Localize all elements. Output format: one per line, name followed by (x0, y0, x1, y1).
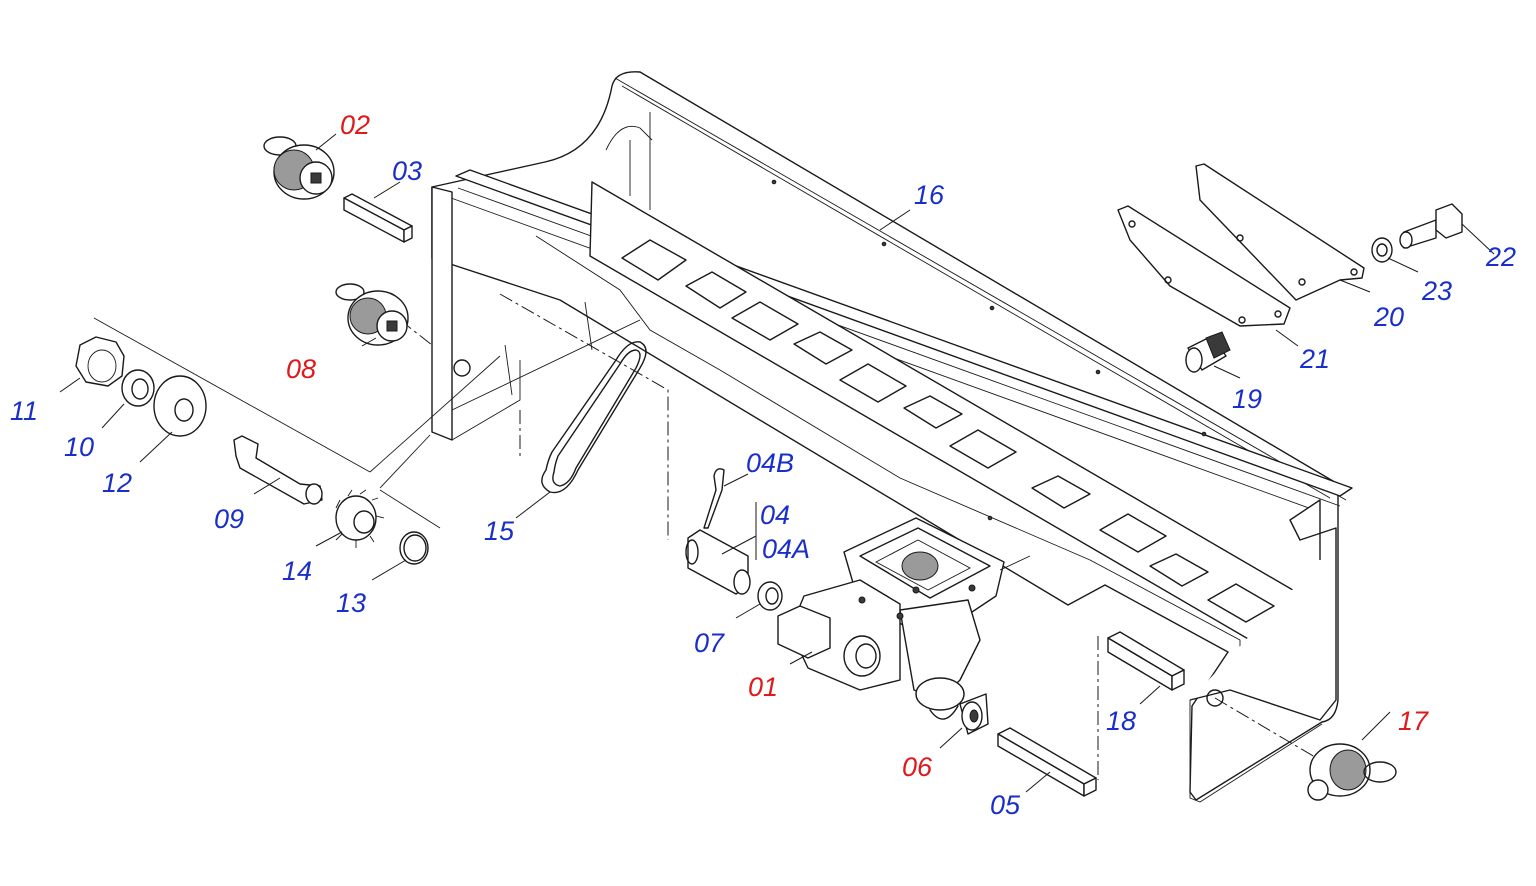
callout-13: 13 (336, 588, 366, 618)
roller-19 (1185, 331, 1231, 373)
key-bar-03 (343, 193, 413, 243)
callout-20: 20 (1373, 302, 1404, 332)
bolt-22 (1399, 203, 1463, 249)
callout-01: 01 (748, 672, 778, 702)
callout-labels: 02 03 16 08 11 10 12 09 14 13 15 04B 04 … (10, 110, 1516, 820)
callout-04B: 04B (746, 448, 794, 478)
callout-04: 04 (760, 500, 790, 530)
callout-22: 22 (1485, 242, 1516, 272)
bracket-21 (1117, 205, 1291, 327)
callout-19: 19 (1232, 384, 1262, 414)
cotter-pin-04B (703, 468, 725, 529)
callout-23: 23 (1421, 276, 1452, 306)
snap-ring-13 (399, 531, 429, 565)
clutch-assembly-17 (1307, 743, 1397, 801)
washer-10 (121, 369, 155, 407)
hex-nut-11 (75, 336, 125, 387)
clutch-sprocket-top (263, 136, 335, 200)
bushing-07 (757, 581, 783, 611)
flange-06 (959, 693, 989, 735)
callout-03: 03 (392, 156, 422, 186)
clutch-sprocket-mid (335, 283, 409, 346)
callout-07: 07 (694, 628, 725, 658)
callout-11: 11 (10, 396, 38, 426)
callout-02: 02 (340, 110, 370, 140)
washer-23 (1371, 237, 1393, 263)
assembly-axis-lines (93, 293, 1321, 780)
key-bar-18 (1107, 631, 1185, 691)
sprocket-14 (335, 489, 385, 548)
callout-16: 16 (914, 180, 945, 210)
gearbox-assembly-01 (777, 517, 1031, 720)
callout-04A: 04A (762, 534, 810, 564)
callout-15: 15 (484, 516, 515, 546)
callout-08: 08 (286, 354, 316, 384)
shaft-09 (233, 435, 323, 505)
sleeve-04A (685, 529, 751, 595)
callout-17: 17 (1398, 706, 1429, 736)
callout-18: 18 (1106, 706, 1136, 736)
leader-lines (59, 133, 1495, 793)
washer-12 (153, 375, 207, 437)
callout-09: 09 (214, 504, 244, 534)
callout-05: 05 (990, 790, 1021, 820)
callout-14: 14 (282, 556, 312, 586)
trough-slots (621, 239, 1275, 623)
callout-21: 21 (1299, 344, 1330, 374)
key-bar-05 (997, 727, 1097, 797)
callout-12: 12 (102, 468, 132, 498)
drive-belt-15 (541, 341, 647, 494)
callout-06: 06 (902, 752, 933, 782)
bracket-20 (1195, 163, 1365, 301)
callout-10: 10 (64, 432, 94, 462)
